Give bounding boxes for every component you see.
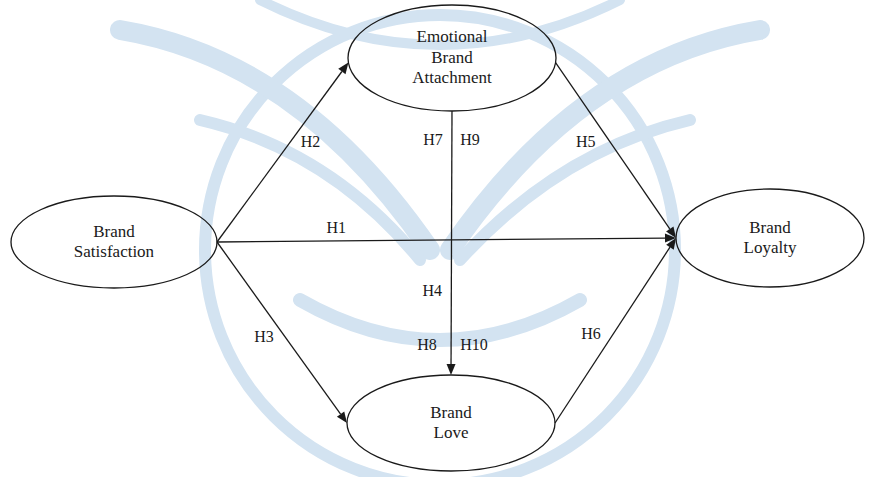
construct-ellipse: Brand Satisfaction (10, 195, 218, 289)
node-text-group: Brand Satisfaction (64, 222, 164, 263)
hypothesis-label: H10 (460, 336, 488, 354)
node-label: Brand Love (420, 403, 482, 444)
hypothesis-label: H7 (423, 131, 443, 149)
hypothesis-arrow (217, 242, 347, 423)
node-label: Brand Satisfaction (64, 222, 164, 263)
hypothesis-label: H8 (417, 336, 437, 354)
hypothesis-arrow (555, 238, 676, 423)
hypothesis-label: H2 (301, 133, 321, 151)
hypothesis-label: H3 (254, 328, 274, 346)
node-label: Emotional Brand Attachment (404, 27, 500, 88)
hypothesis-label: H9 (460, 131, 480, 149)
node-text-group: Brand Love (420, 403, 482, 444)
arrowhead (447, 364, 456, 375)
connector-line (217, 242, 341, 414)
construct-ellipse: Brand Loyalty (675, 188, 865, 288)
hypothesis-arrow (217, 234, 676, 243)
connector-line (217, 238, 665, 242)
hypothesis-label: H6 (581, 325, 601, 343)
hypothesis-label: H1 (327, 219, 347, 237)
arrowhead (666, 238, 676, 250)
arrowhead (338, 63, 348, 75)
connector-line (450, 111, 452, 364)
connector-line (217, 71, 342, 242)
hypothesis-label: H4 (423, 282, 443, 300)
connector-line (555, 247, 670, 423)
hypothesis-arrow (556, 63, 676, 238)
construct-ellipse: Emotional Brand Attachment (347, 4, 557, 112)
hypothesis-arrow (217, 63, 348, 242)
construct-ellipse: Brand Love (346, 374, 556, 472)
arrowhead (337, 411, 347, 423)
hypothesis-arrow (447, 111, 456, 375)
connector-line (556, 63, 670, 229)
hypothesis-label: H5 (576, 133, 596, 151)
node-text-group: Emotional Brand Attachment (404, 27, 500, 88)
node-label: Brand Loyalty (734, 218, 806, 259)
arrowhead (666, 226, 676, 238)
node-text-group: Brand Loyalty (734, 218, 806, 259)
